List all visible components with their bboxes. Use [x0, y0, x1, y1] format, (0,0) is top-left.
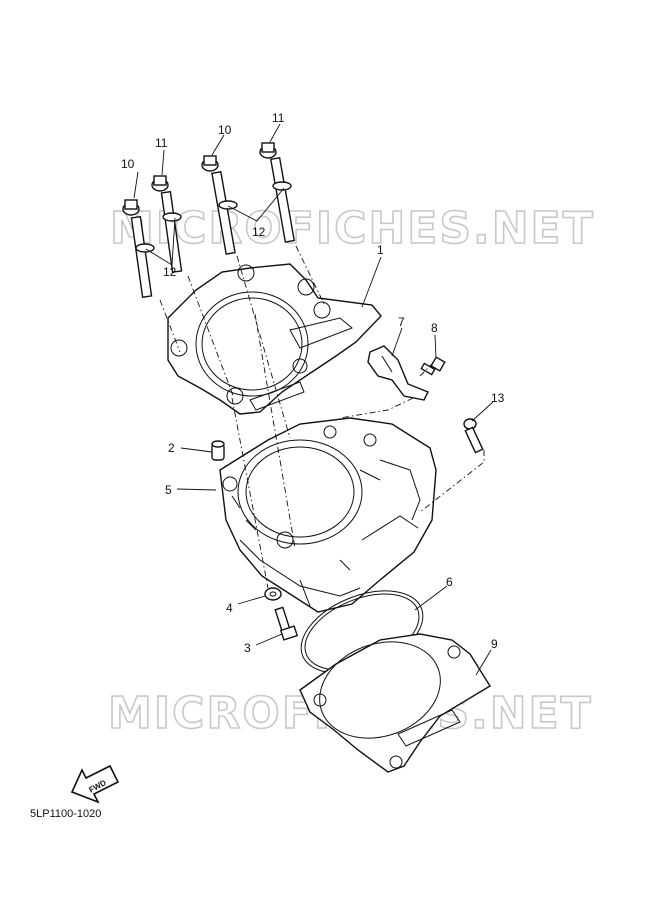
bolt-10-right	[201, 155, 238, 255]
callout-11-right: 11	[272, 111, 285, 125]
callout-6: 6	[446, 575, 453, 589]
bolt-10-left	[122, 199, 155, 298]
callout-3: 3	[244, 641, 251, 655]
callout-8: 8	[431, 321, 438, 335]
clamp-guide	[367, 345, 429, 401]
callout-12-left: 12	[163, 265, 177, 279]
callout-11-left: 11	[155, 136, 168, 150]
diagram-code: 5LP1100-1020	[30, 808, 102, 820]
head-gasket	[167, 263, 382, 415]
callout-4: 4	[226, 601, 233, 615]
callout-10-right: 10	[218, 123, 232, 137]
callout-10-left: 10	[121, 157, 135, 171]
callout-7: 7	[398, 315, 405, 329]
fwd-arrow-icon: FWD	[70, 764, 120, 804]
dowel-pin-2	[211, 440, 225, 461]
bolt-11-right	[259, 142, 296, 243]
callout-13: 13	[491, 391, 505, 405]
callout-12-right: 12	[252, 225, 266, 239]
watermark-top: MICROFICHES.NET	[110, 203, 595, 254]
cylinder-block	[219, 417, 437, 613]
bolt-3	[274, 606, 299, 641]
base-gasket-9	[299, 633, 491, 773]
callout-9: 9	[491, 637, 498, 651]
callout-1: 1	[377, 243, 384, 257]
callout-2: 2	[168, 441, 175, 455]
washer-4	[264, 587, 282, 601]
callout-5: 5	[165, 483, 172, 497]
bolt-13	[463, 418, 484, 454]
bolt-8	[420, 356, 446, 376]
bolt-11-left	[151, 175, 183, 273]
